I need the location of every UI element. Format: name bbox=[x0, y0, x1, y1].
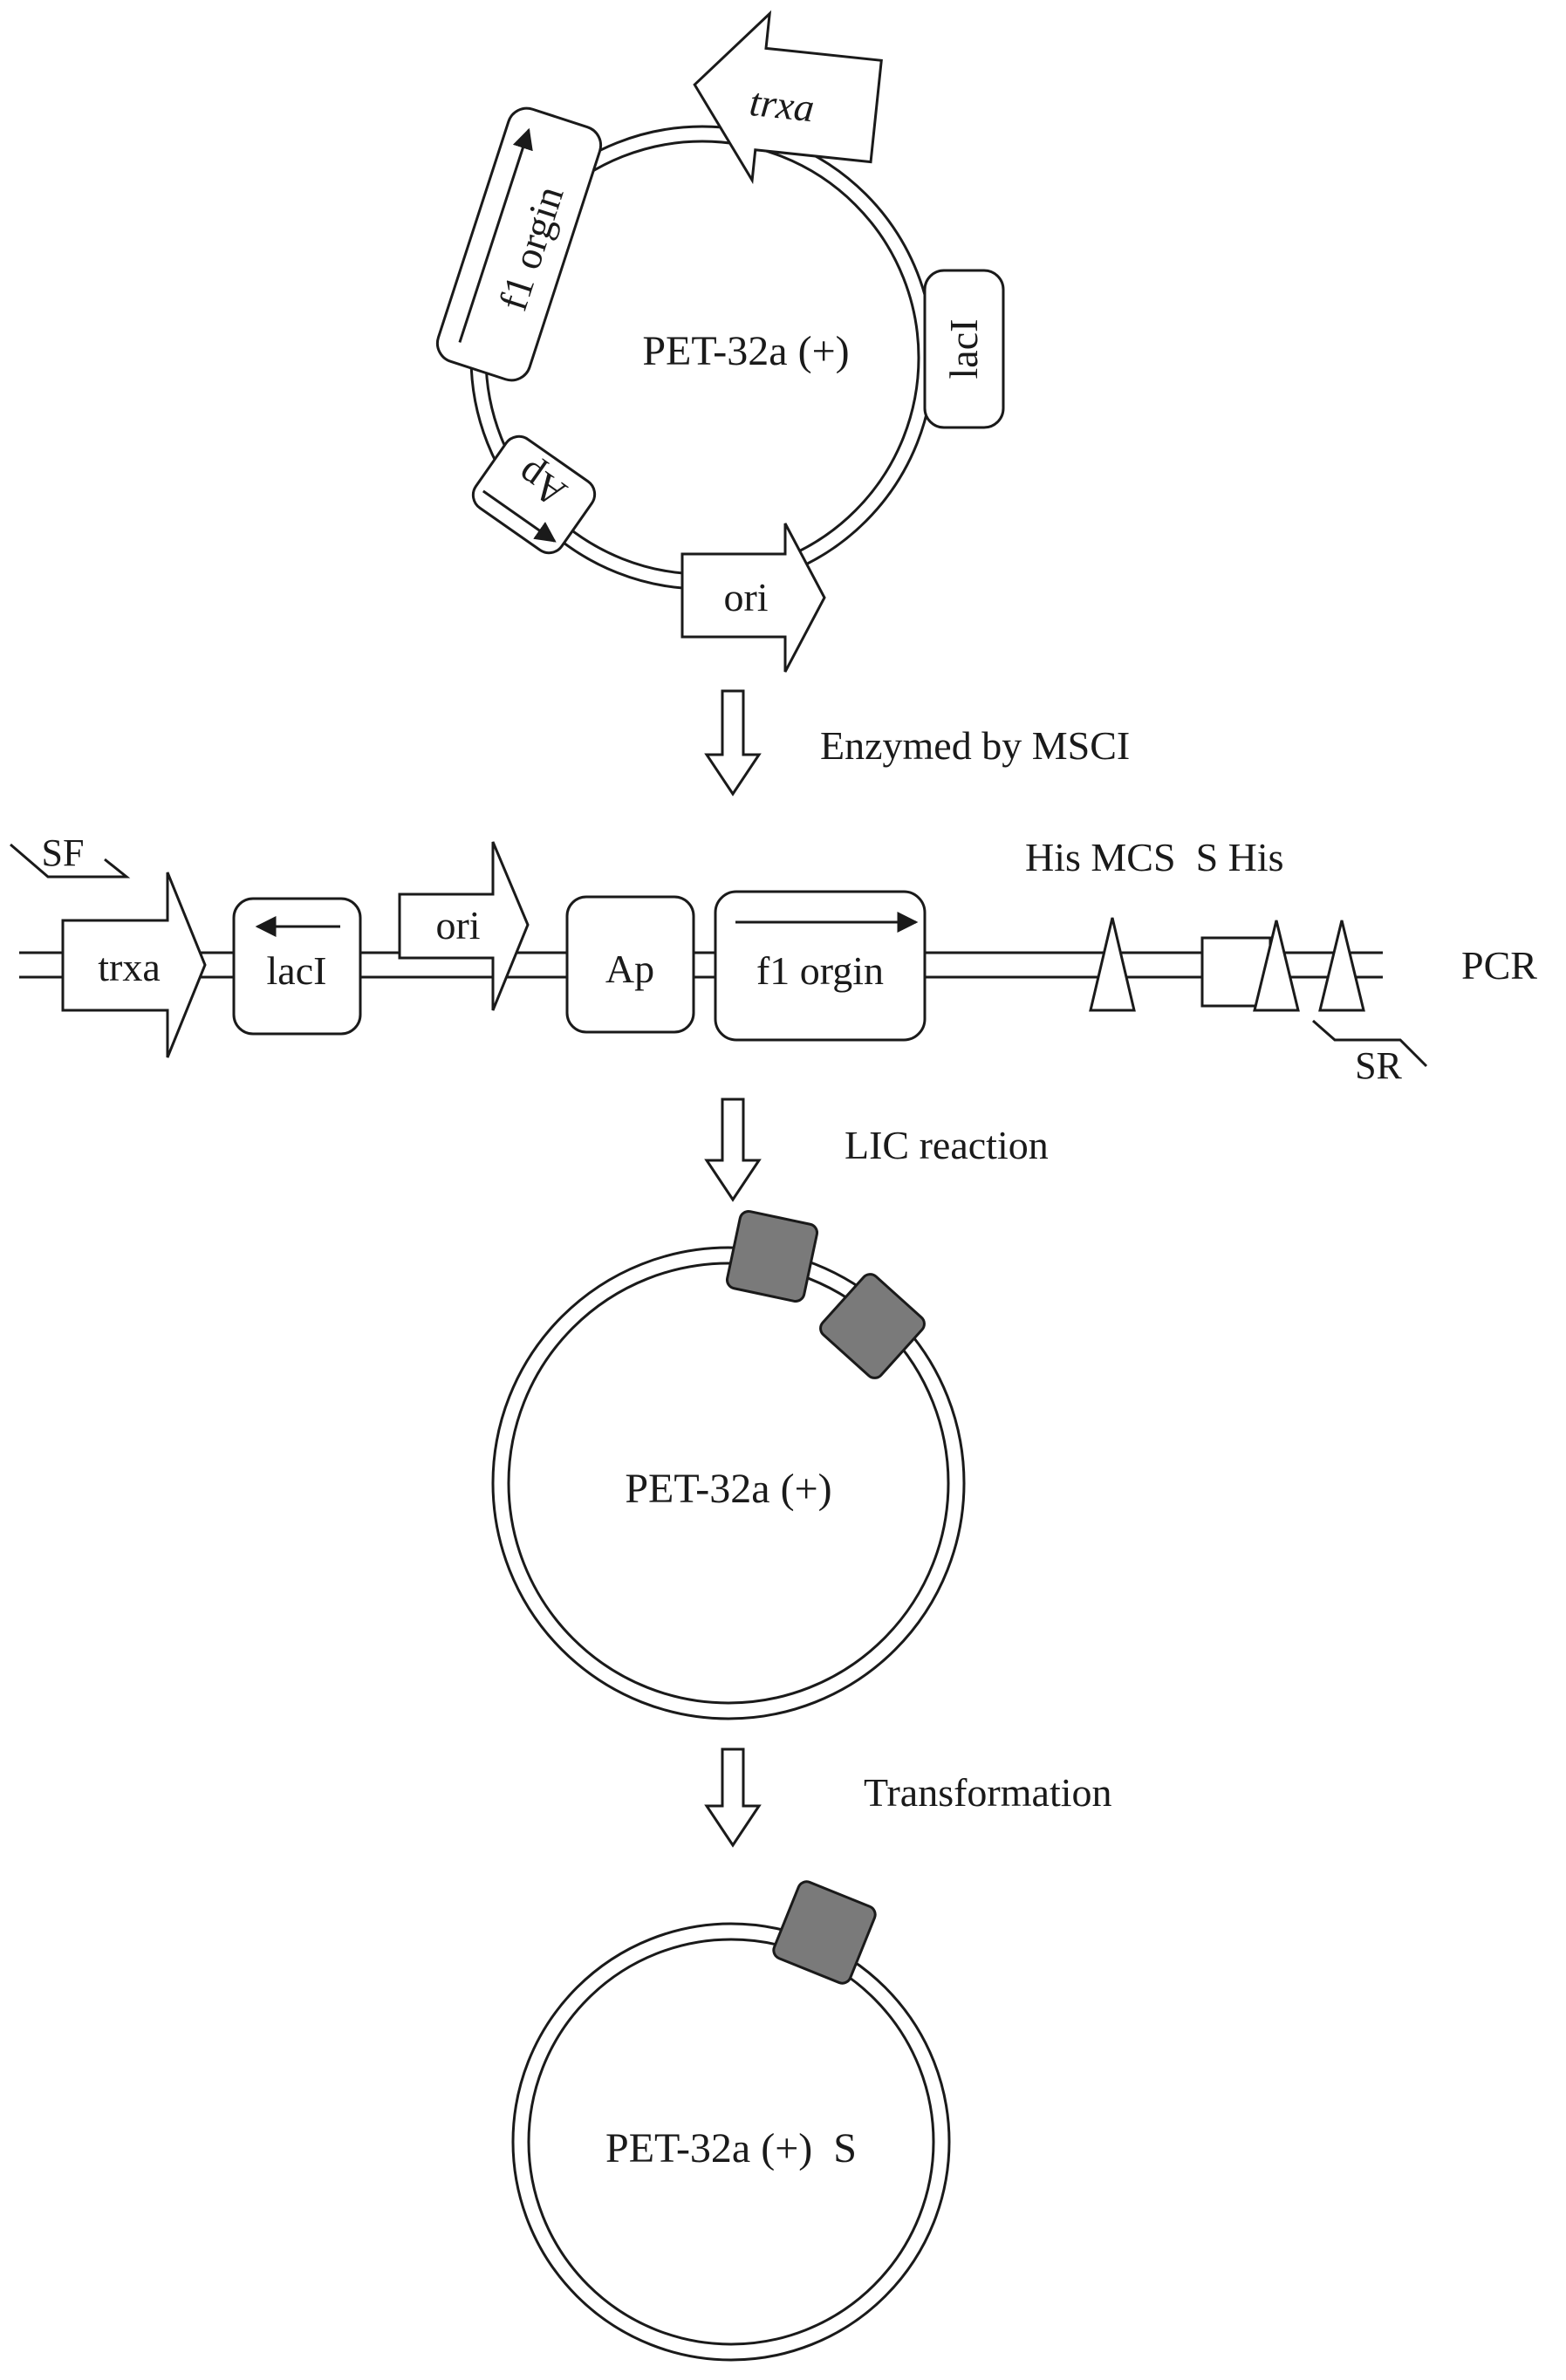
primer-sf-label: SF bbox=[42, 831, 85, 874]
sites-label: His MCS S His bbox=[1025, 835, 1284, 879]
feature-ori-linear: ori bbox=[398, 841, 530, 1011]
insert-fragment-2 bbox=[819, 1273, 926, 1379]
plasmid-mid: PET-32a (+) bbox=[491, 1209, 966, 1720]
primer-sr: SR bbox=[1312, 1019, 1428, 1087]
feature-ap-top: Ap bbox=[471, 434, 597, 555]
feature-trxa-top: trxa bbox=[693, 10, 883, 185]
feature-trxa-linear-label: trxa bbox=[98, 945, 161, 989]
step-arrow-2 bbox=[704, 1098, 762, 1202]
feature-ori-top: ori bbox=[680, 523, 826, 673]
feature-laci-top: lacI bbox=[923, 269, 1005, 429]
insert-fragment-1 bbox=[725, 1209, 819, 1303]
feature-ori-linear-label: ori bbox=[435, 903, 480, 947]
primer-sr-label: SR bbox=[1355, 1044, 1402, 1087]
feature-laci-top-label: lacI bbox=[941, 319, 986, 380]
step-arrow-3 bbox=[704, 1747, 762, 1848]
feature-trxa-top-label: trxa bbox=[748, 79, 817, 130]
step3-label: Transformation bbox=[864, 1770, 1112, 1815]
primer-sf: SF bbox=[10, 831, 131, 879]
feature-laci-linear-label: lacI bbox=[267, 948, 327, 993]
s-gene-site bbox=[1253, 920, 1300, 1012]
linear-construct: SF trxa lacI ori Ap f1 orgin His MCS S H… bbox=[10, 831, 1537, 1087]
feature-f1-origin-top: f1 orgin bbox=[435, 106, 603, 382]
pcr-label: PCR bbox=[1461, 943, 1537, 988]
plasmid-mid-backbone-outer bbox=[491, 1246, 966, 1720]
feature-ori-top-label: ori bbox=[723, 575, 768, 619]
plasmid-bottom-backbone-inner bbox=[527, 1938, 935, 2346]
plasmid-mid-label: PET-32a (+) bbox=[625, 1466, 831, 1512]
f1-top-direction-arrow bbox=[458, 127, 533, 343]
insert-integrated bbox=[772, 1880, 877, 1985]
step2-label: LIC reaction bbox=[845, 1123, 1049, 1167]
plasmid-bottom-label: PET-32a (+) S bbox=[605, 2125, 857, 2171]
plasmid-bottom-backbone-outer bbox=[511, 1922, 951, 2362]
feature-laci-linear: lacI bbox=[232, 897, 362, 1036]
plasmid-top-label: PET-32a (+) bbox=[642, 328, 849, 374]
feature-f1-origin-linear: f1 orgin bbox=[714, 890, 927, 1042]
plasmid-top: PET-32a (+) trxa f1 orgin lacI Ap ori bbox=[435, 10, 1005, 673]
his-tag-site-1 bbox=[1089, 917, 1136, 1012]
step-arrow-1 bbox=[704, 689, 762, 797]
feature-trxa-linear: trxa bbox=[61, 872, 207, 1058]
his-tag-site-2 bbox=[1318, 920, 1365, 1012]
ap-top-direction-arrow bbox=[482, 489, 557, 543]
plasmid-mid-backbone-inner bbox=[507, 1262, 950, 1705]
feature-f1-origin-linear-label: f1 orgin bbox=[756, 948, 884, 993]
feature-ap-linear-label: Ap bbox=[605, 947, 654, 991]
step1-label: Enzymed by MSCI bbox=[820, 723, 1130, 768]
plasmid-bottom: PET-32a (+) S bbox=[511, 1880, 951, 2362]
feature-ap-linear: Ap bbox=[565, 895, 695, 1034]
